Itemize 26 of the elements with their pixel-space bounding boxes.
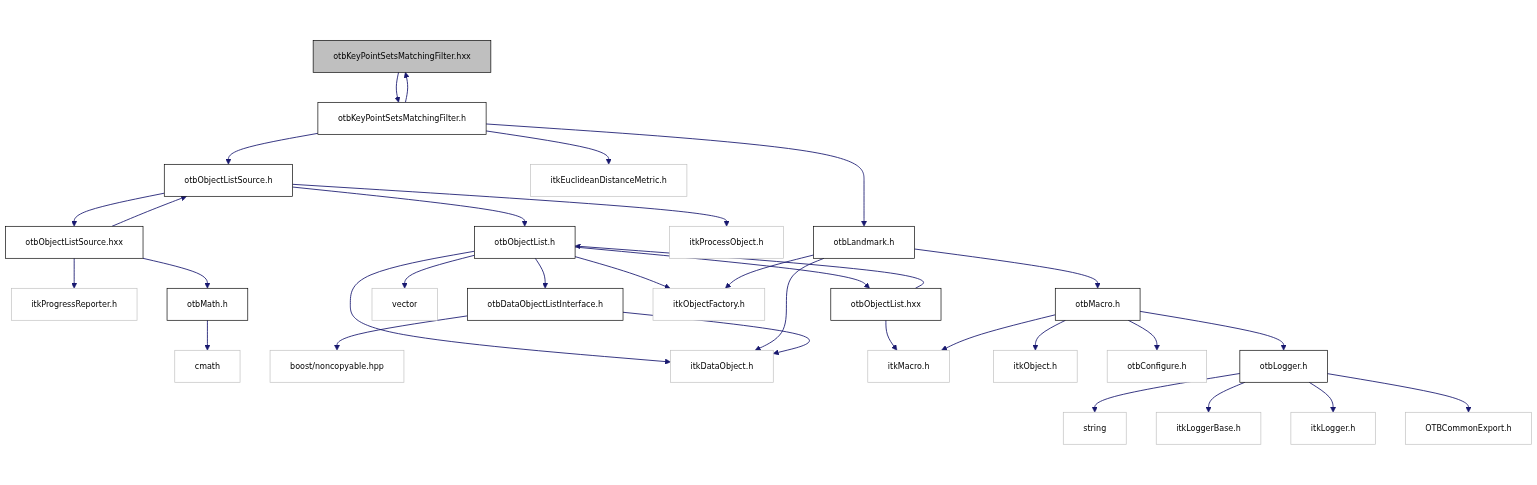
node-box: otbObjectListSource.h [163,164,293,197]
node-box: otbObjectListSource.hxx [5,226,144,259]
node-box: otbLogger.h [1239,350,1328,383]
node-box: cmath [174,350,241,383]
node-box: itkLogger.h [1290,412,1376,445]
node-box: itkEuclideanDistanceMetric.h [530,164,688,197]
node-box: otbMacro.h [1054,288,1141,321]
node-box: otbMath.h [166,288,249,321]
node-box: itkProcessObject.h [669,226,784,259]
node-box: otbLandmark.h [813,226,915,259]
node-box: otbConfigure.h [1106,350,1207,383]
node-box: otbKeyPointSetsMatchingFilter.h [317,102,487,135]
node-box: itkObject.h [993,350,1078,383]
node-box: otbObjectList.hxx [830,288,942,321]
node-box: itkObjectFactory.h [652,288,766,321]
node-box: otbDataObjectListInterface.h [467,288,624,321]
node-box: string [1062,412,1127,445]
node-box: itkMacro.h [867,350,950,383]
node-box: itkDataObject.h [670,350,774,383]
node-box: OTBCommonExport.h [1404,412,1532,445]
node-box: otbObjectList.h [474,226,576,259]
node-box: boost/noncopyable.hpp [269,350,405,383]
node-box: itkLoggerBase.h [1155,412,1262,445]
node-box: otbKeyPointSetsMatchingFilter.hxx [312,40,492,73]
node-box: vector [371,288,438,321]
node-box: itkProgressReporter.h [11,288,138,321]
